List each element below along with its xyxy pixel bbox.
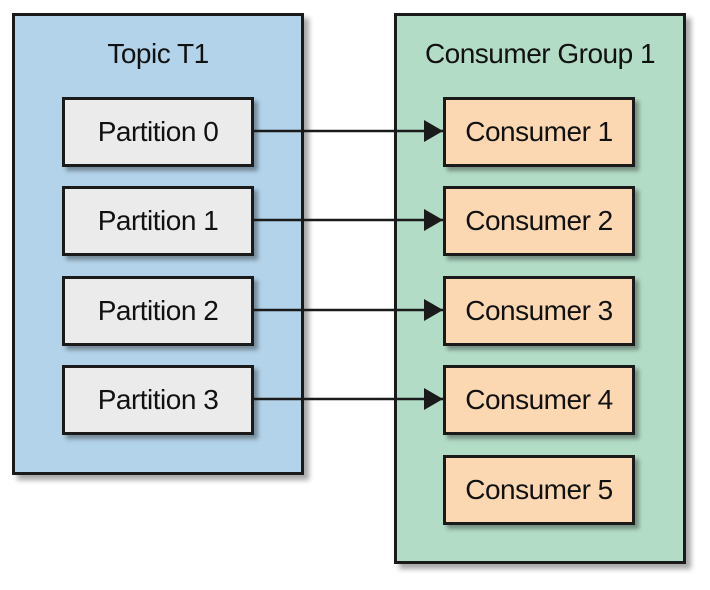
topic-title: Topic T1 [107, 38, 209, 69]
partition-label: Partition 0 [97, 116, 219, 147]
consumer-node-2: Consumer 2 [443, 186, 635, 256]
consumer-node-4: Consumer 4 [443, 365, 635, 435]
consumer-label: Consumer 4 [465, 384, 613, 415]
partition-node-1: Partition 1 [62, 186, 254, 256]
consumer-node-1: Consumer 1 [443, 97, 635, 167]
consumer-node-3: Consumer 3 [443, 276, 635, 346]
consumer-node-5: Consumer 5 [443, 455, 635, 525]
partition-node-0: Partition 0 [62, 97, 254, 167]
partition-label: Partition 1 [97, 205, 219, 236]
partition-label: Partition 3 [97, 384, 219, 415]
consumer-label: Consumer 3 [465, 295, 613, 326]
consumer-label: Consumer 5 [465, 474, 613, 505]
partition-node-3: Partition 3 [62, 365, 254, 435]
consumer-label: Consumer 1 [465, 116, 613, 147]
partition-node-2: Partition 2 [62, 276, 254, 346]
consumer-group-title: Consumer Group 1 [424, 38, 656, 69]
partition-label: Partition 2 [97, 295, 219, 326]
consumer-label: Consumer 2 [465, 205, 613, 236]
